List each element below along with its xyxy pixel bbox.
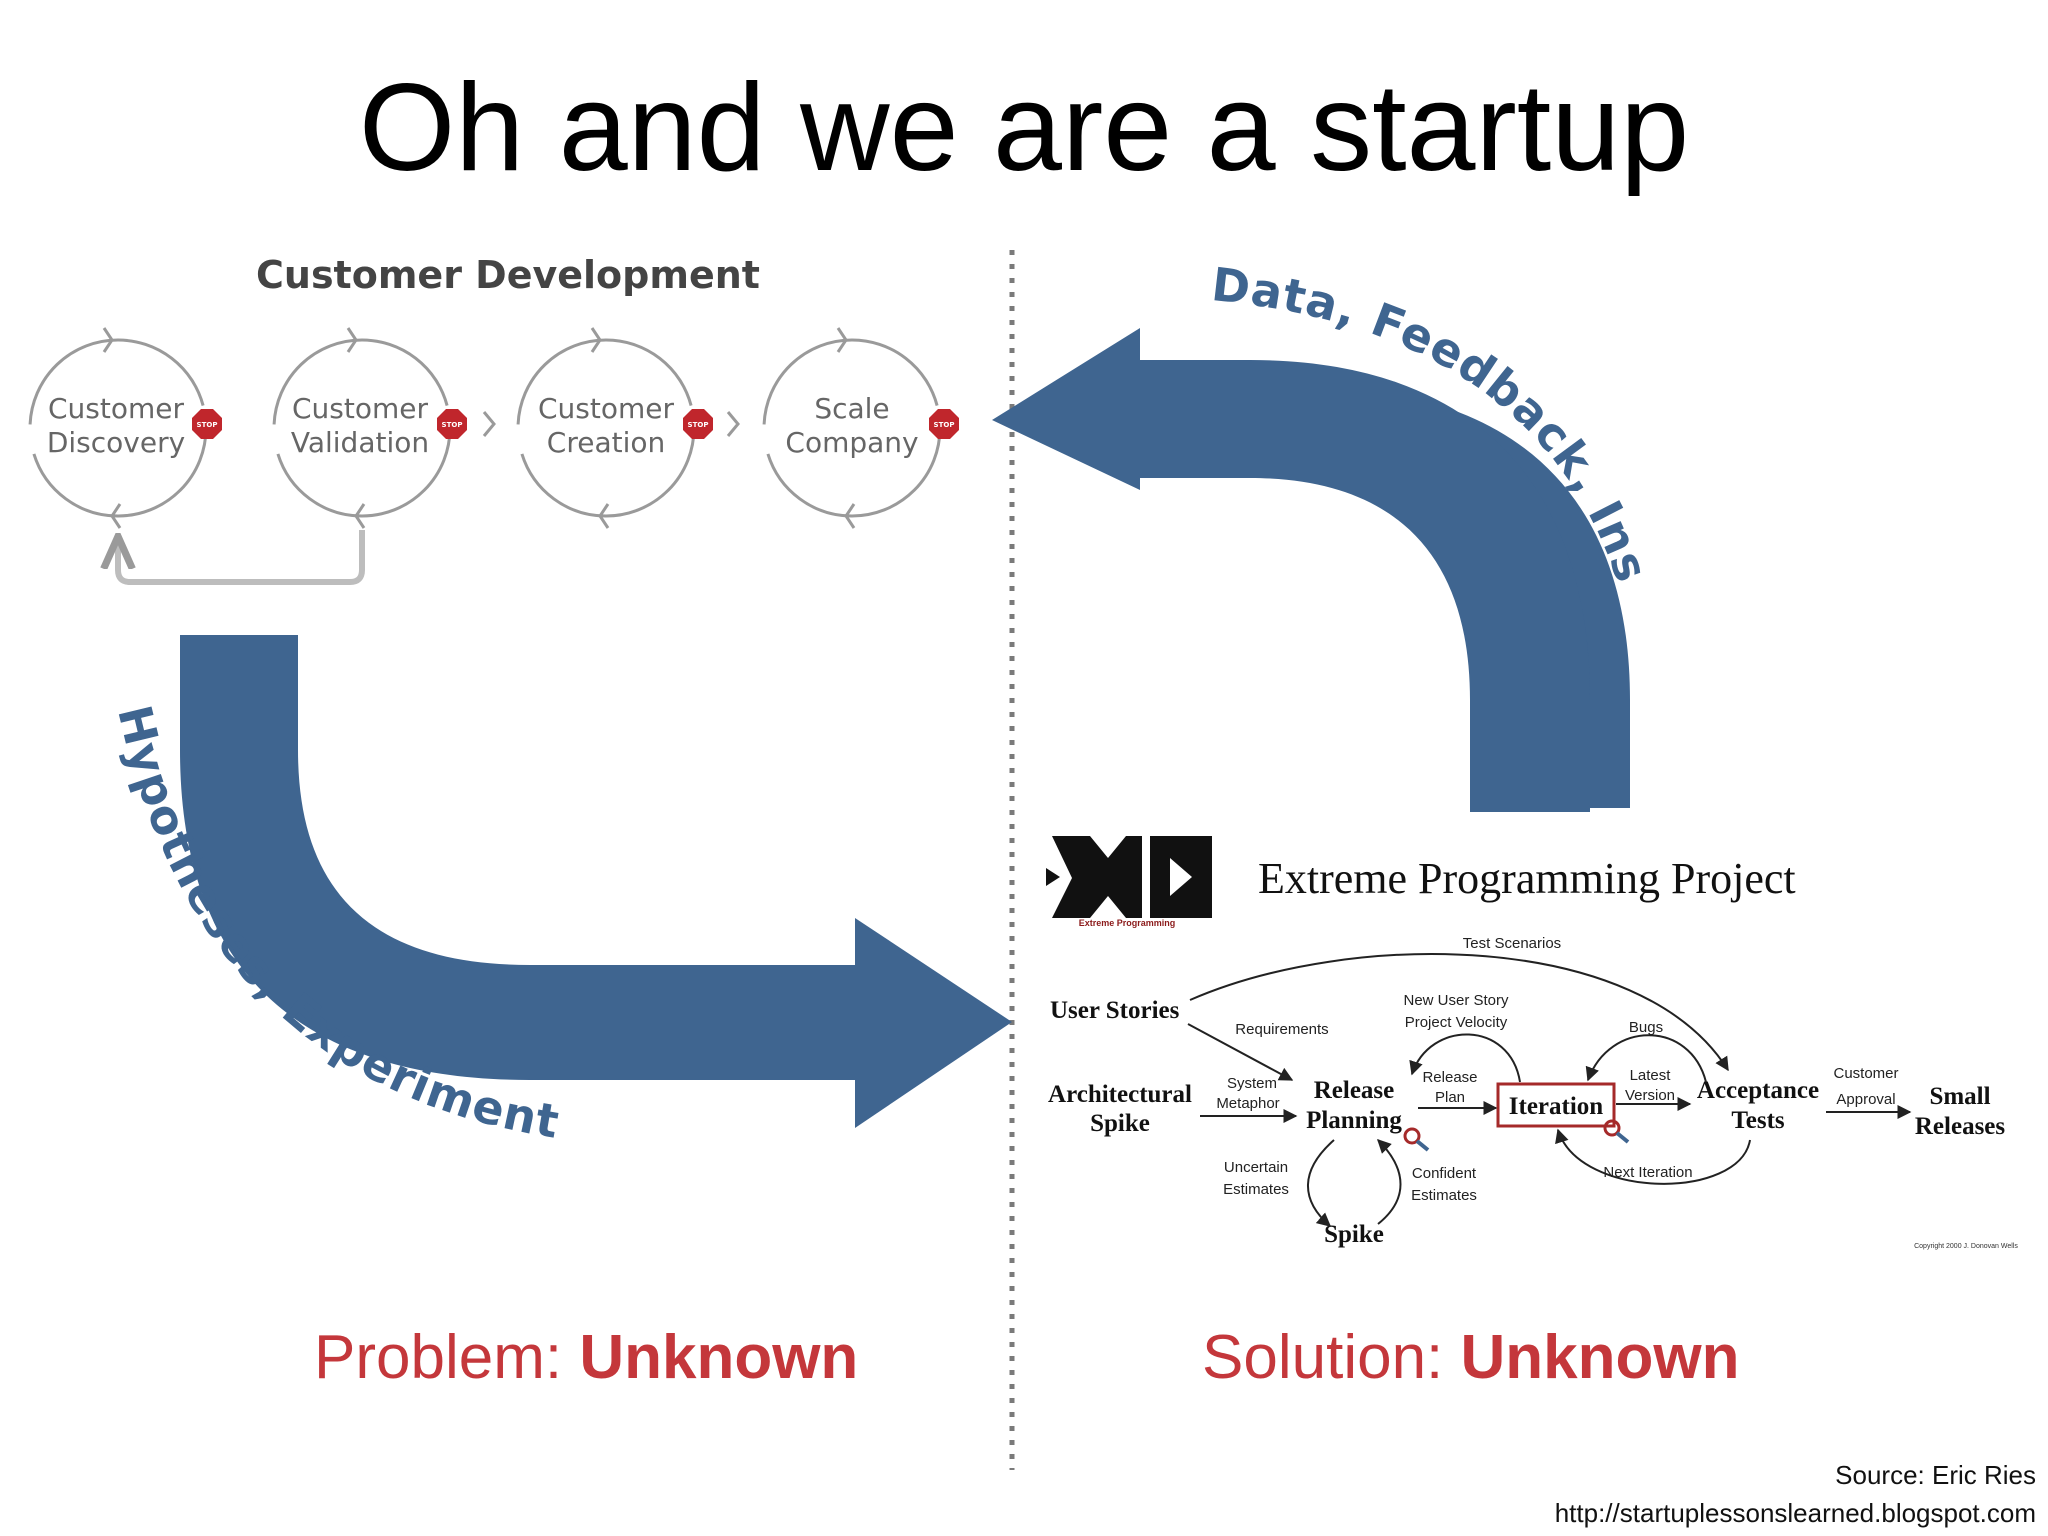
stage-label-line1: Scale (814, 392, 889, 425)
xp-title: Extreme Programming Project (1258, 854, 1796, 903)
stage-label-line2: Discovery (47, 426, 185, 459)
cycle-arrow-icon (590, 327, 602, 353)
xp-node-acceptance: Acceptance (1697, 1077, 1819, 1104)
edge-label: Version (1625, 1087, 1675, 1104)
edge-label: Uncertain (1224, 1159, 1288, 1176)
edge-label: Latest (1630, 1067, 1672, 1084)
stop-sign-icon: STOP (683, 409, 713, 439)
cycle-arrow-icon (844, 503, 856, 529)
edge-label: Confident (1412, 1165, 1477, 1182)
magnifier-icon (1403, 1127, 1430, 1152)
stop-sign-icon: STOP (437, 409, 467, 439)
edge-label: Customer (1833, 1065, 1898, 1082)
validation-loop-arrow (118, 530, 365, 585)
edge-confident-estimates (1377, 1139, 1402, 1225)
customer-development-diagram: Customer Development Customer Discovery … (28, 253, 959, 585)
xp-logo-caption: Extreme Programming (1079, 918, 1176, 928)
feedback-arrow-body (1140, 360, 1590, 812)
cycle-arrow-icon (102, 327, 114, 353)
stage-label-line1: Customer (538, 392, 674, 425)
problem-prefix: Problem: (314, 1323, 579, 1392)
edge-label: Release (1422, 1069, 1477, 1086)
stage-label-line2: Company (785, 426, 918, 459)
edge-label: Metaphor (1216, 1095, 1279, 1112)
customer-development-heading: Customer Development (256, 253, 760, 297)
stop-sign-icon: STOP (929, 409, 959, 439)
edge-label: Bugs (1629, 1019, 1663, 1036)
source-line-1: Source: Eric Ries (1835, 1460, 2036, 1490)
svg-text:STOP: STOP (442, 421, 463, 429)
stage-customer-creation: Customer Creation STOP (516, 327, 740, 529)
cycle-arrow-icon (110, 503, 122, 529)
stop-sign-icon: STOP (192, 409, 222, 439)
problem-value: Unknown (579, 1323, 858, 1392)
stage-label-line2: Creation (547, 426, 665, 459)
edge-label: System (1227, 1075, 1277, 1092)
cycle-arrow-icon (836, 327, 848, 353)
edge-label: Requirements (1235, 1021, 1328, 1038)
hypotheses-arrow-body (180, 635, 860, 1080)
edge-requirements (1187, 1023, 1294, 1081)
xp-node-spike: Spike (1090, 1110, 1150, 1137)
edge-test-scenarios (1189, 953, 1729, 1072)
hypotheses-arrow-head (855, 918, 1012, 1128)
edge-label: Project Velocity (1405, 1014, 1508, 1031)
cycle-arrow-icon (346, 327, 358, 353)
xp-node-releases: Releases (1915, 1113, 2006, 1140)
edge-label: Next Iteration (1603, 1164, 1692, 1181)
cycle-arrow-icon (354, 503, 366, 529)
xp-copyright: Copyright 2000 J. Donovan Wells (1914, 1243, 2018, 1250)
stage-label-line1: Customer (48, 392, 184, 425)
xp-logo-mark-icon (1052, 836, 1142, 918)
solution-prefix: Solution: (1202, 1323, 1461, 1392)
svg-text:STOP: STOP (197, 421, 218, 429)
chevron-right-icon (482, 411, 496, 437)
xp-diagram: Extreme Programming Extreme Programming … (1042, 834, 2018, 1250)
source-line-2: http://startuplessonslearned.blogspot.co… (1555, 1498, 2036, 1528)
xp-node-iteration: Iteration (1509, 1093, 1604, 1120)
xp-node-small: Small (1929, 1083, 1990, 1110)
chevron-right-icon (726, 411, 740, 437)
edge-label: Estimates (1223, 1181, 1289, 1198)
stage-label-line2: Validation (291, 426, 429, 459)
edge-uncertain-estimates (1307, 1139, 1335, 1227)
edge-label: Plan (1435, 1089, 1465, 1106)
xp-node-architectural: Architectural (1048, 1081, 1192, 1108)
edge-label: Approval (1836, 1091, 1895, 1108)
stage-scale-company: Scale Company STOP (762, 327, 959, 529)
xp-node-tests: Tests (1731, 1107, 1785, 1134)
problem-label: Problem: Unknown (314, 1323, 858, 1392)
stage-label-line1: Customer (292, 392, 428, 425)
stage-customer-discovery: Customer Discovery STOP (28, 327, 222, 529)
stage-customer-validation: Customer Validation STOP (272, 327, 496, 529)
magnifier-icon (1603, 1119, 1630, 1144)
edge-new-user-story (1409, 1033, 1521, 1083)
xp-node-planning: Planning (1306, 1107, 1402, 1134)
svg-text:STOP: STOP (688, 421, 709, 429)
edge-bugs (1585, 1034, 1707, 1083)
xp-iteration-box (1496, 1082, 1616, 1128)
xp-node-spike-bottom: Spike (1324, 1221, 1384, 1248)
solution-value: Unknown (1461, 1323, 1740, 1392)
edge-label: Estimates (1411, 1187, 1477, 1204)
edge-next-iteration (1555, 1128, 1751, 1185)
edge-label: Test Scenarios (1463, 935, 1561, 952)
slide-title: Oh and we are a startup (359, 59, 1689, 197)
xp-node-user-stories: User Stories (1050, 997, 1180, 1024)
solution-label: Solution: Unknown (1202, 1323, 1740, 1392)
edge-label: New User Story (1403, 992, 1509, 1009)
xp-logo: Extreme Programming (1042, 834, 1212, 928)
svg-text:STOP: STOP (934, 421, 955, 429)
cycle-arrow-icon (598, 503, 610, 529)
xp-node-release: Release (1314, 1077, 1395, 1104)
